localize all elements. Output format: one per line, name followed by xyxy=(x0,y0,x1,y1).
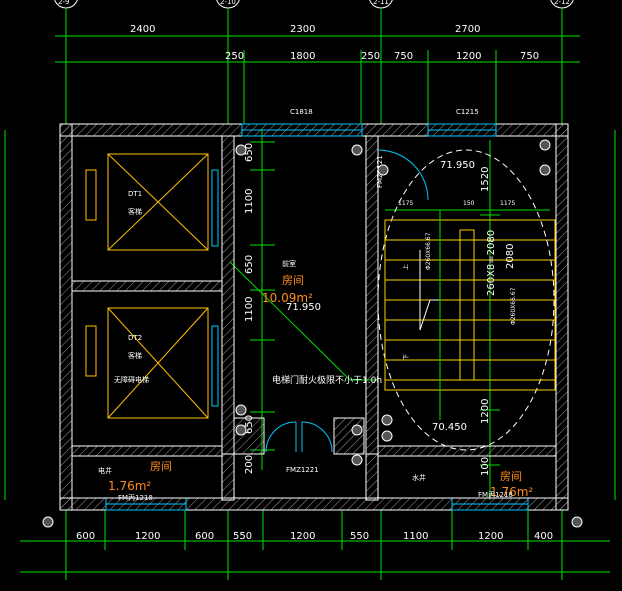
axis-markers: 2-9 2-10 2-11 2-12 xyxy=(54,0,574,9)
stair xyxy=(377,149,556,451)
dim-bottom-2: 1200 xyxy=(135,531,160,542)
dim-bottom-4: 550 xyxy=(233,531,252,542)
stair-width-2: 150 xyxy=(463,200,475,207)
dim-stair-4: 100 xyxy=(480,457,491,476)
elevator-dt2-type: 客梯 xyxy=(128,351,142,360)
dimension-lines xyxy=(4,8,616,580)
dim-top-1: 2400 xyxy=(130,24,155,35)
pipe-markers xyxy=(42,139,583,528)
stair-elevation-bottom: 70.450 xyxy=(432,422,467,433)
dim-top-row2-1: 250 xyxy=(225,51,244,62)
shaft-left-room: 房间 xyxy=(150,460,172,473)
lobby-door-label: FMZ1221 xyxy=(286,466,319,474)
lobby-name: 前室 xyxy=(282,259,296,268)
windows xyxy=(105,123,529,511)
dim-bottom-8: 1200 xyxy=(478,531,503,542)
dim-bottom-5: 1200 xyxy=(290,531,315,542)
dim-top-row2-3: 250 xyxy=(361,51,380,62)
dim-top-row2-6: 750 xyxy=(520,51,539,62)
dim-bottom-1: 600 xyxy=(76,531,95,542)
elevator-dt2 xyxy=(71,290,223,447)
dim-mid-5: 650 xyxy=(244,415,255,434)
stair-side-left: Φ260X66.67 xyxy=(425,232,432,270)
dim-top-row2-4: 750 xyxy=(394,51,413,62)
dim-bottom-7: 1100 xyxy=(403,531,428,542)
axis-label-4: 2-12 xyxy=(554,0,570,6)
dim-mid-1: 650 xyxy=(244,143,255,162)
elevator-dt2-note: 无障碍电梯 xyxy=(114,375,149,384)
stair-run: 260X8=2080 xyxy=(486,230,497,296)
axis-label-2: 2-10 xyxy=(220,0,236,6)
lobby-door xyxy=(265,421,333,453)
stair-door xyxy=(377,149,429,201)
dim-stair-3: 1200 xyxy=(480,399,491,424)
dim-top-3: 2700 xyxy=(455,24,480,35)
shaft-right-room: 房间 xyxy=(500,470,522,483)
stair-elevation-top: 71.950 xyxy=(440,160,475,171)
elevator-dt1-type: 客梯 xyxy=(128,207,142,216)
window-label-top-left: C1818 xyxy=(290,108,313,116)
dim-stair-2: 2080 xyxy=(505,244,516,269)
lobby-area: 10.09m² xyxy=(262,291,313,305)
elevator-dt1 xyxy=(71,135,223,282)
dim-top-row2-5: 1200 xyxy=(456,51,481,62)
dim-top-row2-2: 1800 xyxy=(290,51,315,62)
walls xyxy=(59,123,569,511)
dim-bottom-3: 600 xyxy=(195,531,214,542)
shaft-right-door: FM丙1218 xyxy=(478,491,513,499)
stair-down-label: 下 xyxy=(403,354,410,360)
dim-stair-1: 1520 xyxy=(480,167,491,192)
shaft-right-name: 水井 xyxy=(412,473,426,482)
shaft-right-area: 1.76m² xyxy=(490,485,533,499)
stair-width-3: 1175 xyxy=(500,200,515,207)
axis-label-1: 2-9 xyxy=(58,0,69,6)
stair-up-label: 上 xyxy=(402,264,410,270)
dim-bottom-6: 550 xyxy=(350,531,369,542)
shaft-left-door: FM丙1218 xyxy=(118,494,153,502)
dim-top-2: 2300 xyxy=(290,24,315,35)
dim-mid-6: 200 xyxy=(244,455,255,474)
window-label-top-right: C1215 xyxy=(456,108,479,116)
dim-mid-4: 1100 xyxy=(244,297,255,322)
dim-bottom-9: 400 xyxy=(534,531,553,542)
stair-side-right: Φ260X66.67 xyxy=(510,287,517,325)
axis-label-3: 2-11 xyxy=(373,0,389,6)
fire-note: 电梯门耐火极限不小于1.0h xyxy=(272,374,382,386)
dim-mid-2: 1100 xyxy=(244,189,255,214)
elevator-dt1-name: DT1 xyxy=(128,190,142,198)
lobby-room: 房间 xyxy=(282,274,304,287)
dim-mid-3: 650 xyxy=(244,255,255,274)
shaft-left-area: 1.76m² xyxy=(108,479,151,493)
stair-width-1: 1175 xyxy=(398,200,413,207)
elevator-dt2-name: DT2 xyxy=(128,334,142,342)
shafts xyxy=(71,455,557,499)
shaft-left-name: 电井 xyxy=(98,466,112,475)
lobby-elevation: 71.950 xyxy=(286,302,321,313)
